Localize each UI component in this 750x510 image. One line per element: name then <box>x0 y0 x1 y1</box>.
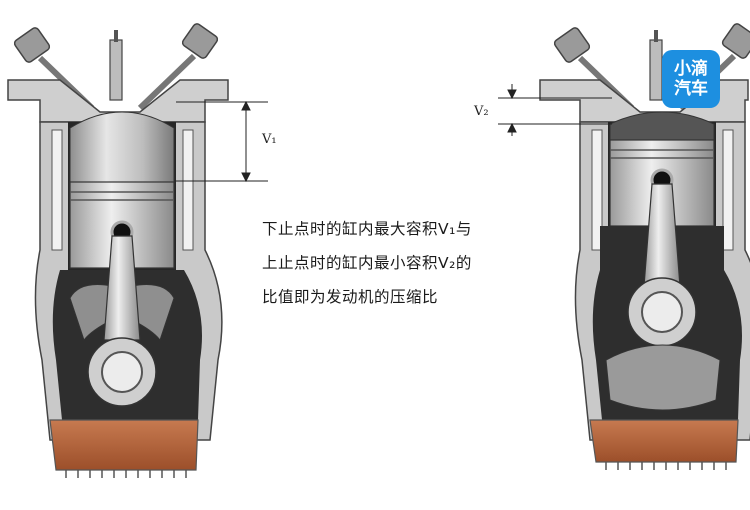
cylinder-head <box>539 79 749 123</box>
v2-label: V₂ <box>474 104 489 119</box>
caption-line: 比值即为发动机的压缩比 <box>262 288 439 306</box>
v1-dimension-line <box>176 100 268 183</box>
engine-top-dead-center <box>539 23 750 470</box>
v2-dimension-line <box>498 84 612 136</box>
oil-sump <box>49 419 199 471</box>
water-jacket <box>182 129 194 251</box>
compression-ratio-caption: 下止点时的缸内最大容积V₁与 上止点时的缸内最小容积V₂的 比值即为发动机的压缩… <box>262 212 542 314</box>
oil-sump <box>589 419 739 463</box>
sump-fins <box>605 462 727 470</box>
logo-text-top: 小滴 <box>674 59 708 79</box>
spark-plug <box>649 30 663 101</box>
caption-line: 下止点时的缸内最大容积V₁与 <box>262 220 472 238</box>
exhaust-valve-spring <box>137 23 219 111</box>
sump-fins <box>65 470 187 478</box>
logo-text-bottom: 汽车 <box>674 79 708 99</box>
engine-bottom-dead-center <box>7 23 268 478</box>
water-jacket <box>51 129 63 251</box>
water-jacket <box>591 129 603 251</box>
brand-logo: 小滴 汽车 <box>662 50 720 108</box>
combustion-chamber-volume <box>69 111 175 183</box>
spark-plug <box>109 30 123 101</box>
water-jacket <box>722 129 734 251</box>
combustion-chamber-volume <box>609 111 715 141</box>
crank-counterweight <box>605 344 721 411</box>
cylinder-head <box>7 79 229 123</box>
connecting-rod <box>103 235 141 341</box>
v1-label: V₁ <box>262 132 277 147</box>
caption-line: 上止点时的缸内最小容积V₂的 <box>262 254 472 272</box>
